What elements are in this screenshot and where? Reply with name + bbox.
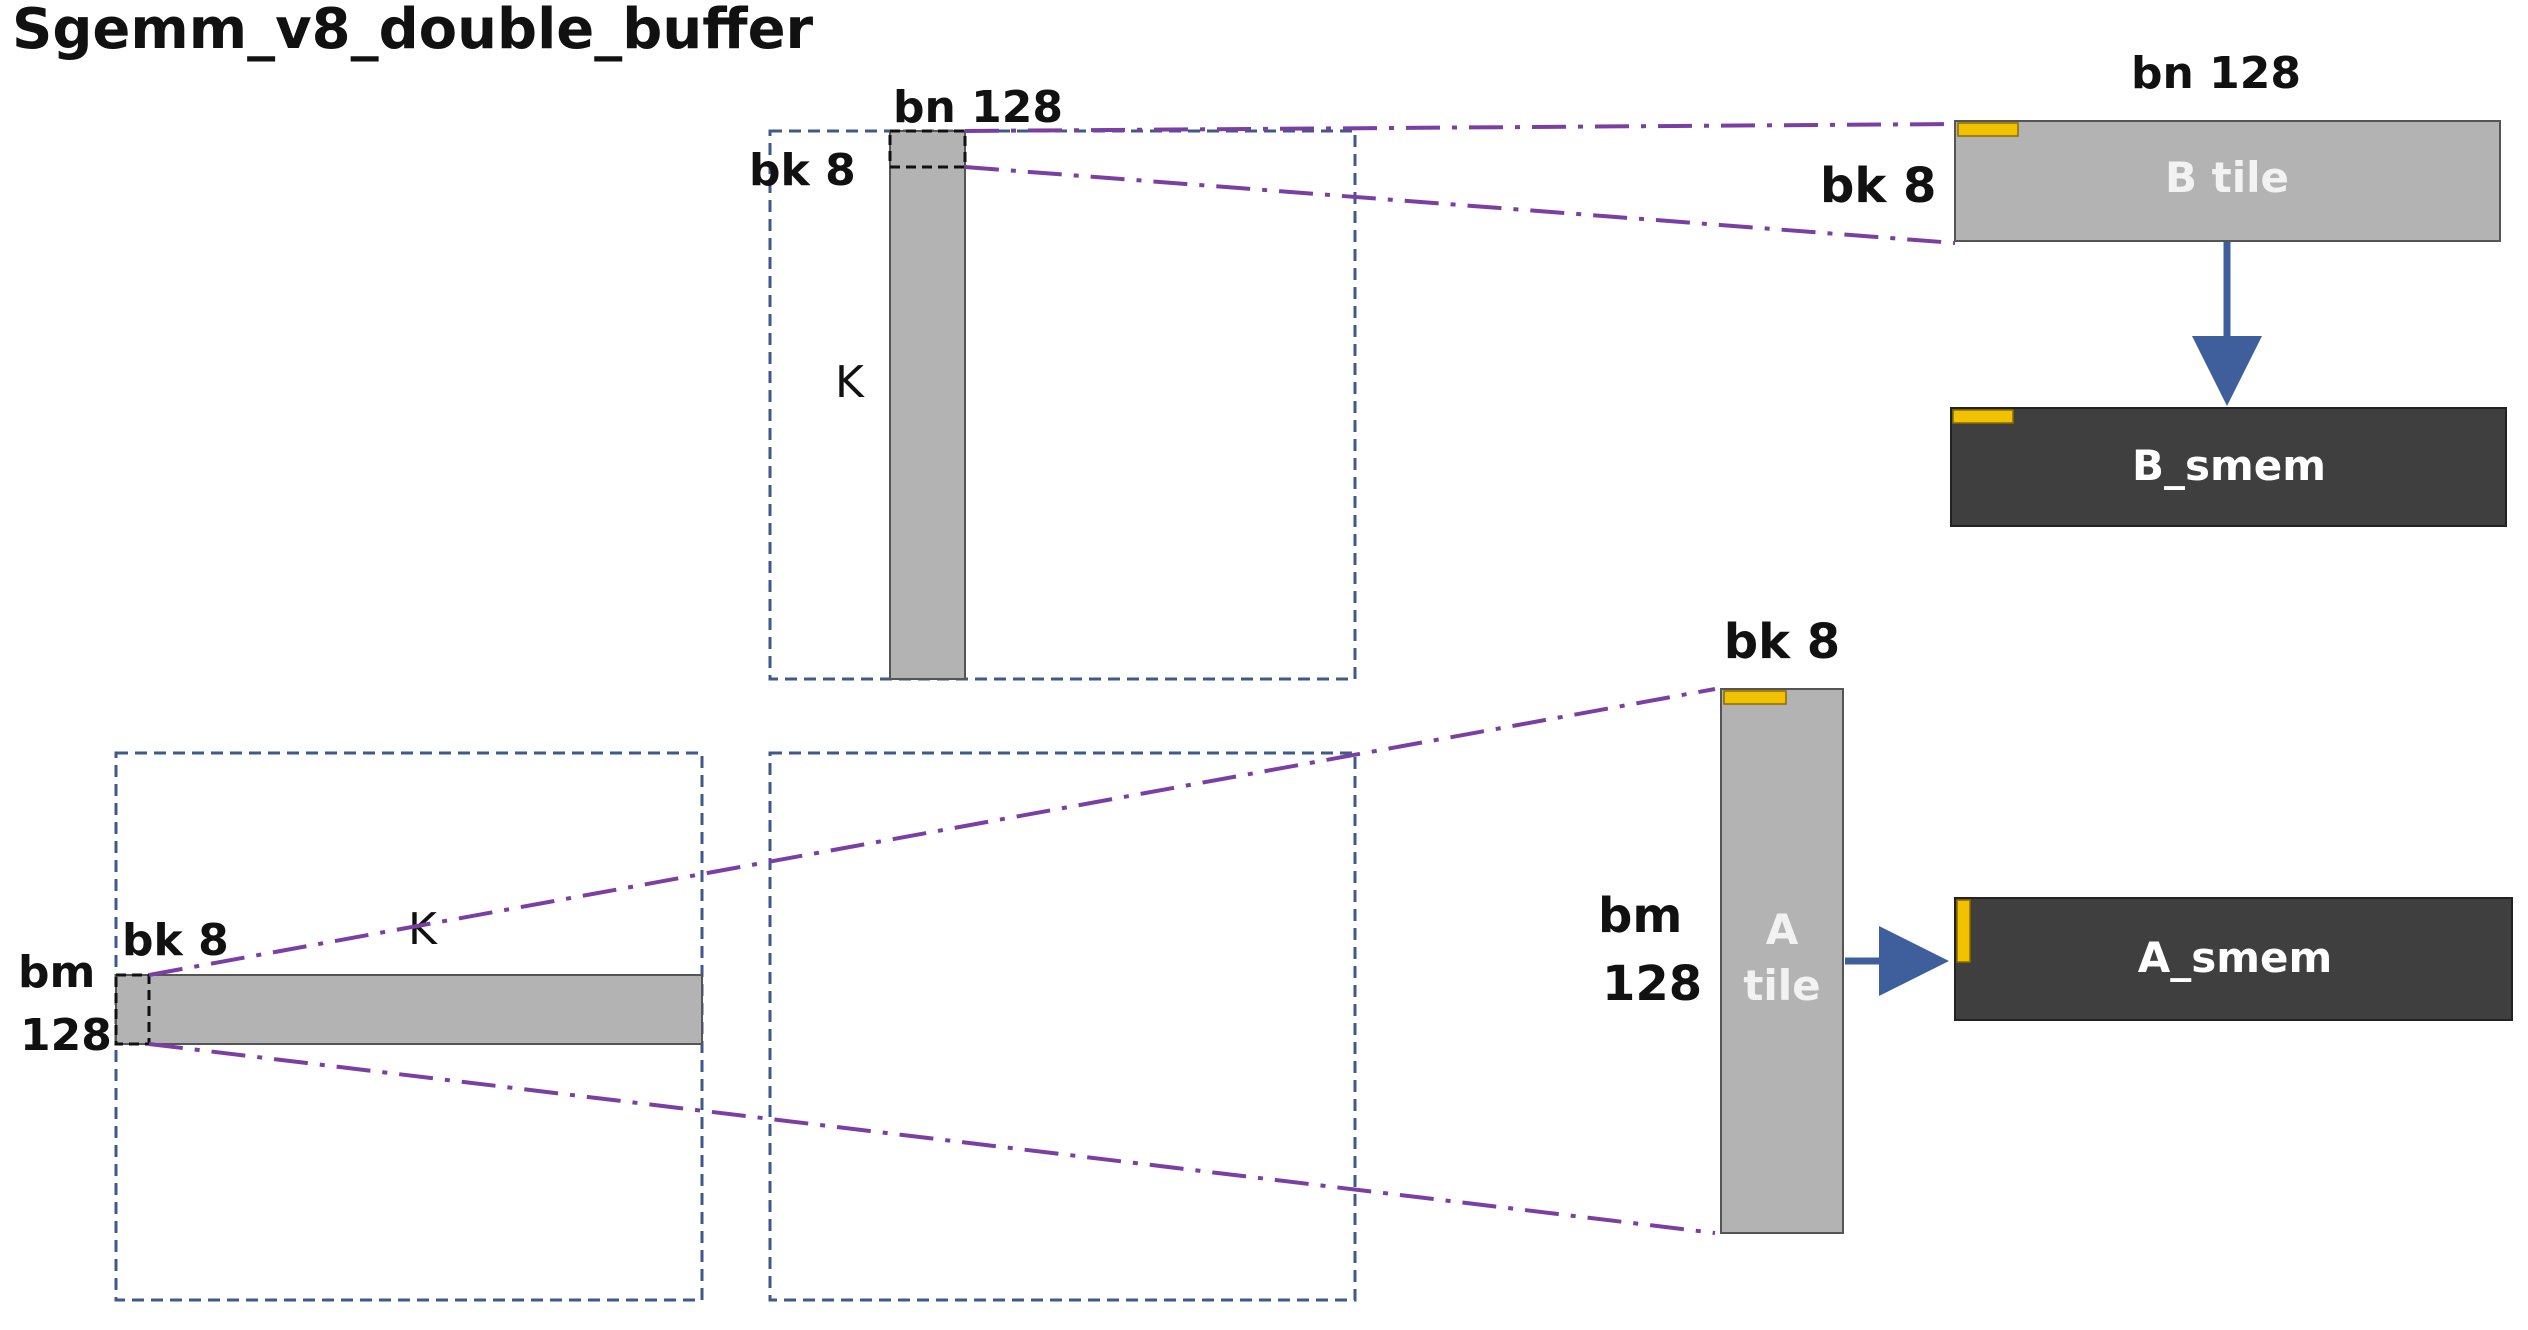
a-smem-label: A_smem bbox=[2138, 933, 2333, 982]
b-guide-line-top bbox=[964, 122, 1956, 133]
b-tile-highlight bbox=[1957, 122, 2019, 137]
b-tile-bk-label: bk 8 bbox=[1820, 158, 1936, 214]
matrix-a-k-label: K bbox=[408, 904, 438, 955]
a-tile-label-line1: A bbox=[1766, 905, 1799, 954]
b-guide-line-bottom bbox=[964, 165, 1956, 245]
a-tile-label-line2: tile bbox=[1743, 961, 1820, 1010]
a-tile-bk-label: bk 8 bbox=[1724, 614, 1840, 670]
b-smem bbox=[1950, 407, 2507, 527]
matrix-b-bn-label: bn 128 bbox=[893, 82, 1063, 133]
a-guide-line-top bbox=[148, 687, 1716, 977]
matrix-b-column-strip bbox=[889, 130, 966, 680]
matrix-b-k-label: K bbox=[835, 357, 865, 408]
matrix-b-box bbox=[768, 129, 1357, 681]
a-tile bbox=[1720, 688, 1844, 1234]
matrix-a-bm-value: 128 bbox=[20, 1010, 112, 1061]
a-tile-bm-value: 128 bbox=[1602, 956, 1702, 1012]
matrix-a-chunk-outline bbox=[114, 973, 151, 1046]
b-smem-highlight bbox=[1952, 409, 2014, 424]
matrix-b-chunk-outline bbox=[888, 129, 967, 169]
matrix-a-bm-label: bm bbox=[18, 947, 95, 998]
b-tile-label: B tile bbox=[2165, 153, 2289, 202]
b-tile-bn-label: bn 128 bbox=[2131, 48, 2301, 99]
a-smem bbox=[1954, 897, 2513, 1021]
a-guide-line-bottom bbox=[148, 1042, 1716, 1235]
diagram-title: Sgemm_v8_double_buffer bbox=[12, 0, 814, 62]
a-smem-highlight bbox=[1956, 899, 1971, 963]
a-tile-bm-label: bm bbox=[1598, 888, 1682, 944]
matrix-b-bk-label: bk 8 bbox=[749, 145, 856, 196]
a-tile-highlight bbox=[1723, 690, 1787, 705]
matrix-a-bk-label: bk 8 bbox=[122, 915, 229, 966]
b-smem-label: B_smem bbox=[2132, 441, 2326, 490]
matrix-a-row-strip bbox=[115, 974, 703, 1045]
matrix-c-box bbox=[768, 751, 1357, 1302]
b-tile bbox=[1954, 120, 2501, 242]
